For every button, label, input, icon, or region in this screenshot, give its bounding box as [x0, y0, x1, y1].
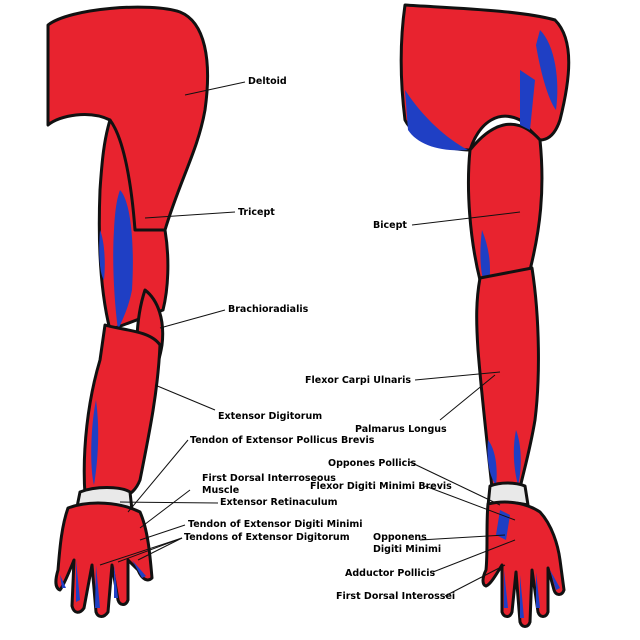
label-bicept: Bicept [373, 220, 407, 231]
label-deltoid: Deltoid [248, 76, 287, 87]
right-arm [399, 3, 571, 628]
right-bicep-muscle [466, 122, 544, 282]
right-shoulder-tendon-left [405, 90, 468, 151]
label-tricept: Tricept [238, 207, 275, 218]
label-oppones-pollicis: Oppones Pollicis [328, 458, 417, 469]
labels: Deltoid Tricept Brachioradialis Extensor… [184, 76, 455, 602]
right-forearm-tendon [487, 430, 521, 485]
right-hand-tendons [496, 510, 560, 618]
label-brachioradialis: Brachioradialis [228, 304, 309, 315]
label-digiti-minimi: Digiti Minimi [373, 544, 441, 555]
label-flexor-carpi-ulnaris: Flexor Carpi Ulnaris [305, 375, 411, 386]
label-extensor-retinaculum: Extensor Retinaculum [220, 497, 338, 508]
left-arm-side-tendon [99, 230, 105, 280]
left-hand [54, 501, 154, 618]
left-forearm-tendon [91, 400, 99, 485]
leader-lines [99, 81, 521, 597]
label-palmarus-longus: Palmarus Longus [355, 424, 447, 435]
label-first-dorsal-interroseous: First Dorsal Interroseous [202, 473, 336, 484]
label-adductor-pollicis: Adductor Pollicis [345, 568, 436, 579]
right-bicep-tendon [480, 230, 490, 290]
label-opponens: Opponens [373, 532, 427, 543]
right-hand [481, 500, 566, 628]
left-forearm-muscles [82, 323, 162, 497]
left-arm [46, 5, 210, 618]
right-forearm-muscles [475, 266, 540, 490]
label-tendon-extensor-pollicus-brevis: Tendon of Extensor Pollicus Brevis [190, 435, 375, 446]
right-shoulder-tendon-right [536, 30, 558, 110]
label-extensor-digitorum: Extensor Digitorum [218, 411, 322, 422]
left-finger-tendons [60, 560, 146, 608]
right-bicep-tendon-2 [520, 70, 535, 130]
label-tendon-extensor-digiti-minimi: Tendon of Extensor Digiti Minimi [188, 519, 363, 530]
label-first-dorsal-interroseous-muscle: Muscle [202, 485, 239, 496]
label-tendons-extensor-digitorum: Tendons of Extensor Digitorum [184, 532, 350, 543]
label-first-dorsal-interossei: First Dorsal Interossei [336, 591, 455, 602]
left-tricep-tendon [113, 190, 133, 330]
label-flexor-digiti-minimi-brevis: Flexor Digiti Minimi Brevis [310, 481, 452, 492]
